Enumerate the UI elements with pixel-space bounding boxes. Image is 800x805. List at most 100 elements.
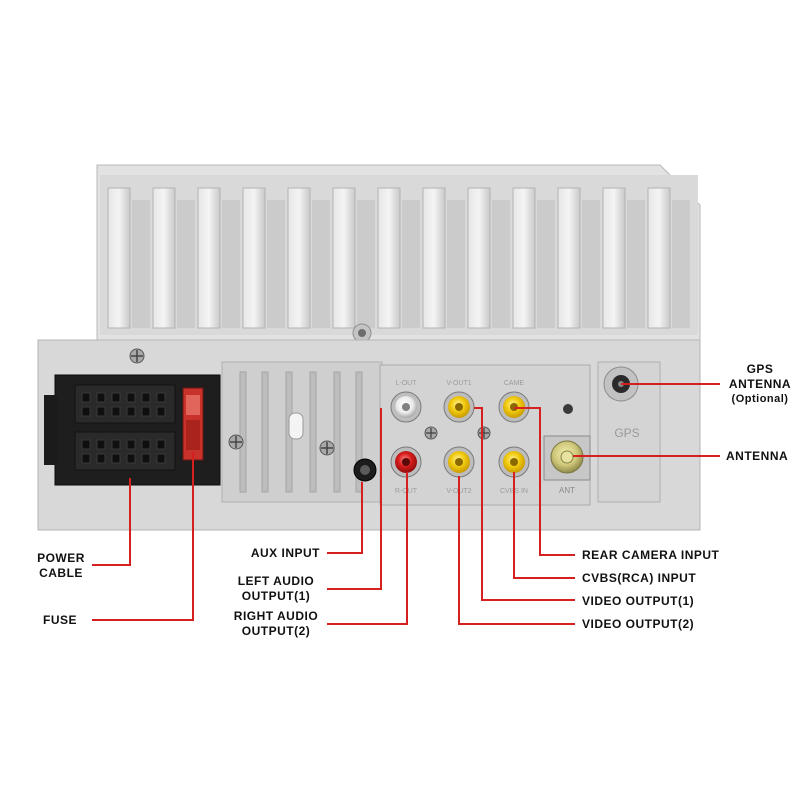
screw xyxy=(228,434,244,450)
heatsink-fin xyxy=(377,187,401,329)
connector-pin xyxy=(141,453,151,464)
heatsink-fin xyxy=(287,187,311,329)
label-left-audio: LEFT AUDIO OUTPUT(1) xyxy=(228,574,324,604)
label-power-cable: POWER CABLE xyxy=(24,551,98,581)
slot-hole xyxy=(288,412,304,440)
screw xyxy=(424,426,438,440)
callout-line-right-audio xyxy=(327,472,408,625)
connector-pin xyxy=(81,406,91,417)
heatsink-fin xyxy=(242,187,266,329)
heatsink-groove xyxy=(537,200,555,328)
callout-line-cvbs xyxy=(513,472,575,579)
connector-pin xyxy=(156,439,166,450)
connector-pin xyxy=(156,453,166,464)
connector-pin xyxy=(111,453,121,464)
vent-slot xyxy=(239,371,247,493)
connector-pin xyxy=(126,453,136,464)
callout-line-fuse xyxy=(92,452,194,621)
heatsink-groove xyxy=(312,200,330,328)
label-rear-camera-input: REAR CAMERA INPUT xyxy=(582,548,720,562)
label-cvbs-input: CVBS(RCA) INPUT xyxy=(582,571,697,585)
connector-pin xyxy=(126,406,136,417)
label-power-line2: CABLE xyxy=(39,566,83,580)
heatsink-fin xyxy=(557,187,581,329)
heatsink-groove xyxy=(177,200,195,328)
rca-jacks xyxy=(390,391,530,478)
heatsink-fin xyxy=(647,187,671,329)
aux-jack xyxy=(353,458,377,482)
callout-lines xyxy=(92,383,720,625)
antenna-socket: ANT xyxy=(543,435,591,495)
heatsink-fin xyxy=(602,187,626,329)
connector-pin xyxy=(111,439,121,450)
heatsink-fin xyxy=(152,187,176,329)
connector-pin xyxy=(156,406,166,417)
rca-video-out2-yellow xyxy=(443,446,475,478)
connector-pin xyxy=(81,453,91,464)
label-gps-antenna: GPS ANTENNA (Optional) xyxy=(718,362,800,407)
callout-line-left-audio xyxy=(327,408,382,590)
label-gps-antenna-line3: (Optional) xyxy=(731,393,789,405)
fuse xyxy=(182,387,204,461)
connector-pin xyxy=(111,406,121,417)
connector-pin xyxy=(141,392,151,403)
led-hole xyxy=(563,404,573,414)
label-right-audio-line2: OUTPUT(2) xyxy=(241,624,311,638)
label-gps-antenna-line1: GPS xyxy=(746,362,774,376)
connector-pin xyxy=(81,439,91,450)
connector-pin xyxy=(96,406,106,417)
rca-right-out-red xyxy=(390,446,422,478)
heatsink-groove xyxy=(267,200,285,328)
connector-pin xyxy=(96,453,106,464)
label-video-output-1: VIDEO OUTPUT(1) xyxy=(582,594,695,608)
heatsink-groove xyxy=(447,200,465,328)
heatsink-groove xyxy=(582,200,600,328)
screw xyxy=(129,348,145,364)
heatsink-fin xyxy=(512,187,536,329)
print-v-out1: V-OUT1 xyxy=(446,380,471,387)
heatsink-fin xyxy=(422,187,446,329)
heatsink-fin xyxy=(332,187,356,329)
heatsink-fin xyxy=(467,187,491,329)
connector-pin xyxy=(126,439,136,450)
vent-slot xyxy=(309,371,317,493)
label-aux-input: AUX INPUT xyxy=(250,546,320,560)
callout-line-video2 xyxy=(458,476,575,625)
label-gps-antenna-line2: ANTENNA xyxy=(728,377,792,391)
screws xyxy=(129,348,573,456)
connector-pins xyxy=(81,392,166,464)
heatsink xyxy=(96,164,701,343)
heatsink-groove xyxy=(357,200,375,328)
vent-slot xyxy=(333,371,341,493)
heatsink-groove xyxy=(402,200,420,328)
print-l-out: L-OUT xyxy=(396,380,418,387)
print-gps: GPS xyxy=(614,426,639,440)
print-came: CAME xyxy=(504,380,525,387)
rca-left-out-white xyxy=(390,391,422,423)
heatsink-groove xyxy=(222,200,240,328)
callout-line-power xyxy=(92,478,131,566)
label-antenna: ANTENNA xyxy=(726,449,789,463)
connector-pin xyxy=(81,392,91,403)
callout-line-video1 xyxy=(474,407,575,601)
callout-line-rear-camera xyxy=(514,407,575,556)
heatsink-groove xyxy=(132,200,150,328)
heatsink-groove xyxy=(627,200,645,328)
print-ant: ANT xyxy=(559,486,575,495)
heatsink-fin xyxy=(197,187,221,329)
screw xyxy=(319,440,335,456)
vent-slot xyxy=(261,371,269,493)
label-video-output-2: VIDEO OUTPUT(2) xyxy=(582,617,695,631)
label-right-audio: RIGHT AUDIO OUTPUT(2) xyxy=(226,609,326,639)
vent-slot xyxy=(355,371,363,493)
heatsink-fins xyxy=(107,187,690,329)
heatsink-fin xyxy=(107,187,131,329)
rca-video-out1-yellow xyxy=(443,391,475,423)
heatsink-groove xyxy=(672,200,690,328)
connector-pin xyxy=(156,392,166,403)
connector-pin xyxy=(111,392,121,403)
label-left-audio-line2: OUTPUT(1) xyxy=(241,589,311,603)
connector-pin xyxy=(141,439,151,450)
